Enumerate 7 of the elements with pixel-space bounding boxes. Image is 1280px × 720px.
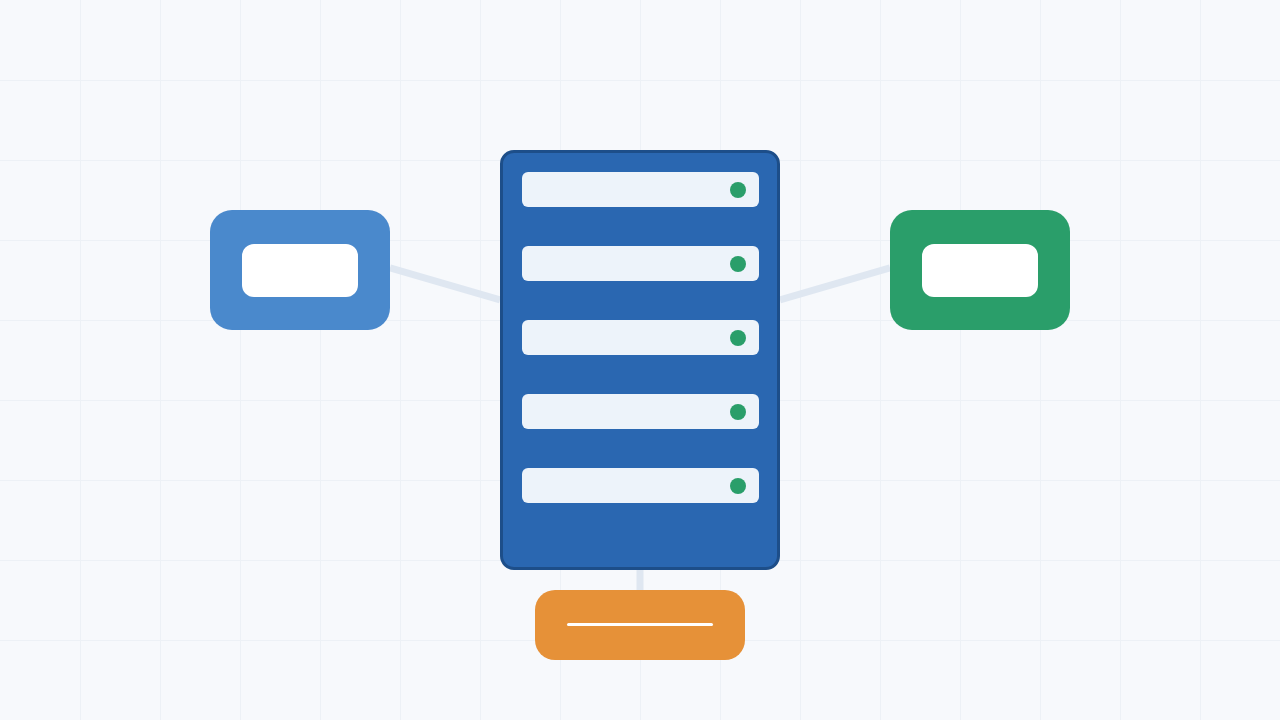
rounded-block: [210, 210, 390, 330]
rounded-block: [535, 590, 745, 660]
server-rack: [500, 150, 780, 570]
connector-line: [636, 570, 644, 590]
rounded-block: [890, 210, 1070, 330]
connector-line: [389, 264, 501, 304]
connector-line: [779, 264, 891, 304]
